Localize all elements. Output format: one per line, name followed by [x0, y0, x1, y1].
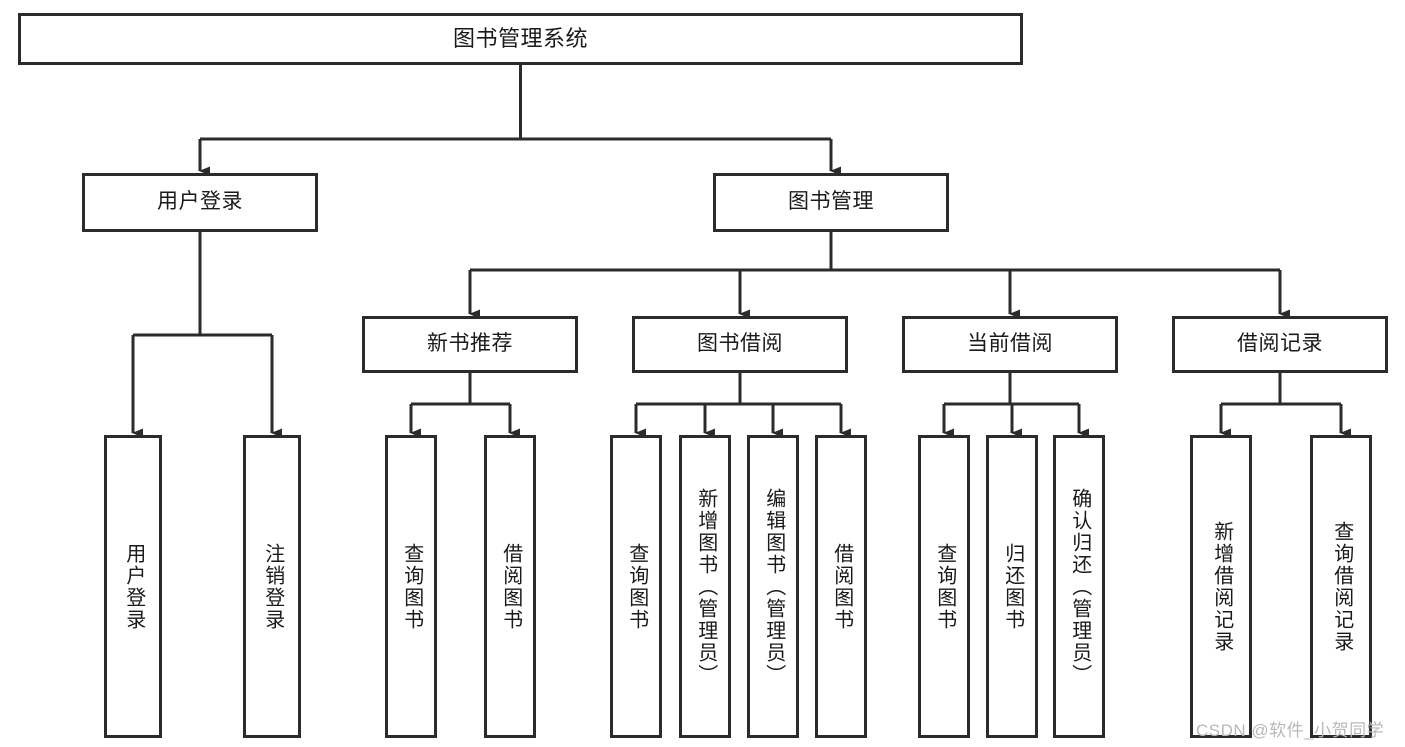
node-l_cr_return[interactable]: 归还图书: [986, 435, 1038, 738]
node-l_bw_edit[interactable]: 编辑图书（管理员）: [747, 435, 799, 738]
node-bookmgmt[interactable]: 图书管理: [713, 173, 949, 232]
node-label-l_bw_add: 新增图书（管理员）: [694, 487, 717, 686]
node-label-bookmgmt: 图书管理: [788, 190, 874, 214]
node-label-l_rc_add: 新增借阅记录: [1210, 520, 1233, 653]
node-label-l_cr_confirm: 确认归还（管理员）: [1068, 487, 1091, 686]
node-label-root: 图书管理系统: [452, 26, 588, 52]
node-label-l_nb_borrow: 借阅图书: [499, 542, 522, 631]
node-label-borrow: 图书借阅: [697, 332, 783, 356]
node-label-login: 用户登录: [157, 190, 243, 214]
node-label-records: 借阅记录: [1237, 332, 1323, 356]
node-l_bw_borrow[interactable]: 借阅图书: [815, 435, 867, 738]
node-label-l_logout: 注销登录: [261, 542, 284, 631]
node-label-l_rc_query: 查询借阅记录: [1330, 520, 1353, 653]
node-l_nb_borrow[interactable]: 借阅图书: [484, 435, 536, 738]
node-label-l_bw_edit: 编辑图书（管理员）: [762, 487, 785, 686]
node-label-l_cr_query: 查询图书: [933, 542, 956, 631]
node-l_userlogin[interactable]: 用户登录: [104, 435, 162, 738]
node-l_cr_confirm[interactable]: 确认归还（管理员）: [1053, 435, 1105, 738]
node-label-newbook: 新书推荐: [427, 332, 513, 356]
node-label-l_userlogin: 用户登录: [122, 542, 145, 631]
node-l_rc_add[interactable]: 新增借阅记录: [1190, 435, 1252, 738]
node-label-l_bw_borrow: 借阅图书: [830, 542, 853, 631]
node-borrow[interactable]: 图书借阅: [632, 316, 848, 373]
node-l_bw_query[interactable]: 查询图书: [610, 435, 662, 738]
node-l_logout[interactable]: 注销登录: [243, 435, 301, 738]
node-l_bw_add[interactable]: 新增图书（管理员）: [679, 435, 731, 738]
node-records[interactable]: 借阅记录: [1172, 316, 1388, 373]
csdn-watermark: CSDN @软件_小贺同学: [1196, 721, 1385, 740]
node-newbook[interactable]: 新书推荐: [362, 316, 578, 373]
node-label-l_cr_return: 归还图书: [1001, 542, 1024, 631]
node-login[interactable]: 用户登录: [82, 173, 318, 232]
node-current[interactable]: 当前借阅: [902, 316, 1118, 373]
node-l_rc_query[interactable]: 查询借阅记录: [1310, 435, 1372, 738]
node-label-current: 当前借阅: [967, 332, 1053, 356]
node-label-l_bw_query: 查询图书: [625, 542, 648, 631]
node-root[interactable]: 图书管理系统: [18, 13, 1023, 65]
node-label-l_nb_query: 查询图书: [400, 542, 423, 631]
node-l_nb_query[interactable]: 查询图书: [385, 435, 437, 738]
node-l_cr_query[interactable]: 查询图书: [918, 435, 970, 738]
